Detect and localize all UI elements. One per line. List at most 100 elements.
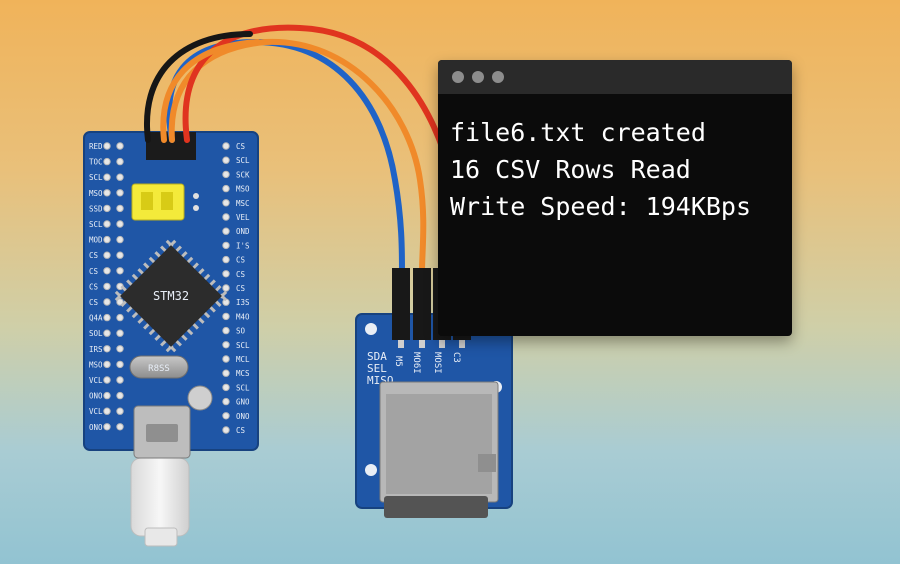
pin-hole (222, 213, 230, 221)
pin-hole (222, 270, 230, 278)
pin-hole (116, 313, 124, 322)
maximize-dot-icon[interactable] (492, 71, 504, 83)
right-pin-column: CSSCLSCKMSOMSCVELONDI'SCSCSCSI3SM4OSOSCL… (222, 142, 250, 435)
pin-hole (222, 284, 230, 292)
sd-header-label-3: MOSI (432, 352, 442, 374)
left-pin-label: VCL (89, 407, 103, 416)
sd-card-module: SDA SEL MISO M5 MO6I MOSI C3 (355, 313, 513, 518)
left-pin-label: IRS (89, 345, 103, 354)
left-pin-label: CS (89, 282, 99, 291)
pin-hole (103, 220, 111, 228)
pin-hole (116, 329, 124, 337)
left-pin-label: CS (89, 298, 99, 307)
right-pin-label: SCL (236, 383, 250, 392)
capacitor (187, 385, 213, 411)
right-pin-label: M4O (236, 312, 250, 321)
pin-hole (116, 173, 124, 181)
right-pin-label: SCL (236, 341, 250, 350)
pin-hole (116, 298, 124, 306)
left-pin-column: REDTOCSCLMSOSSDSCLMODCSCSCSCSQ4ASOLIRSMS… (89, 142, 124, 432)
left-pin-label: TOC (89, 158, 103, 167)
pin-hole (116, 360, 124, 369)
pin-hole (222, 426, 230, 434)
right-pin-label: MCL (236, 355, 250, 364)
pin-hole (222, 326, 230, 335)
pin-hole (116, 157, 124, 166)
sd-label-sda: SDA (367, 350, 387, 363)
pin-hole (222, 355, 230, 363)
wire-orange-short (160, 39, 261, 143)
pin-hole (103, 376, 111, 384)
left-pin-label: SCL (89, 220, 103, 229)
terminal-window: file6.txt created 16 CSV Rows Read Write… (438, 60, 792, 336)
pin-hole (103, 423, 111, 431)
pin-hole (116, 251, 124, 259)
pin-hole (116, 423, 124, 431)
right-pin-label: CS (236, 270, 246, 279)
pin-hole (116, 407, 124, 415)
pin-hole (222, 412, 230, 420)
pin-hole (116, 376, 124, 384)
pin-hole (103, 142, 111, 150)
close-dot-icon[interactable] (452, 71, 464, 83)
sd-pin-header (398, 338, 465, 348)
pin-hole (222, 241, 230, 250)
usb-cable (130, 457, 190, 547)
pin-hole (222, 369, 230, 377)
left-pin-label: ONO (89, 392, 103, 401)
right-pin-label: CS (236, 256, 246, 265)
right-pin-label: CS (236, 284, 246, 293)
pin-hole (103, 298, 111, 306)
pin-hole (103, 235, 111, 244)
sd-header-pin (459, 338, 465, 348)
right-pin-label: SCK (236, 170, 250, 179)
pin-hole (116, 189, 124, 197)
pin-hole (222, 227, 230, 235)
terminal-output: file6.txt created 16 CSV Rows Read Write… (438, 94, 792, 225)
pin-hole (103, 157, 111, 166)
pin-hole (103, 313, 111, 322)
left-pin-label: MSO (89, 189, 103, 198)
pin-hole (222, 255, 230, 264)
pin-hole (103, 267, 111, 275)
right-pin-label: I'S (236, 241, 250, 250)
pin-hole (222, 156, 230, 164)
wire-black (144, 31, 253, 143)
left-pin-label: CS (89, 251, 99, 260)
right-pin-label: MSC (236, 199, 250, 208)
sd-header-label-4: C3 (451, 352, 461, 363)
right-pin-label: CS (236, 142, 246, 151)
pin-hole (103, 391, 111, 400)
left-pin-label: MOD (89, 236, 103, 245)
jumper-block (131, 183, 199, 221)
pin-hole (116, 267, 124, 275)
pin-hole (103, 345, 111, 353)
pin-hole (222, 142, 230, 150)
right-pin-label: MSO (236, 185, 250, 194)
pin-hole (222, 383, 230, 392)
pin-hole (103, 251, 111, 259)
pin-hole (116, 345, 124, 353)
right-pin-label: ONO (236, 412, 250, 421)
mcu-board: REDTOCSCLMSOSSDSCLMODCSCSCSCSQ4ASOLIRSMS… (83, 131, 259, 459)
pin-hole (103, 189, 111, 197)
chip-label: STM32 (153, 289, 189, 303)
pin-hole (222, 397, 230, 406)
pin-hole (222, 184, 230, 193)
pin-hole (222, 312, 230, 321)
pin-hole (103, 204, 111, 213)
pin-hole (116, 235, 124, 244)
pin-hole (116, 142, 124, 150)
sd-header-label-2: MO6I (411, 352, 421, 374)
pin-hole (222, 341, 230, 349)
pin-hole (103, 329, 111, 337)
terminal-line-write-speed: Write Speed: 194KBps (450, 192, 752, 221)
right-pin-label: GNO (236, 398, 250, 407)
left-pin-label: Q4A (89, 314, 103, 323)
sd-label-sel: SEL (367, 362, 387, 375)
left-pin-label: SOL (89, 329, 103, 338)
minimize-dot-icon[interactable] (472, 71, 484, 83)
pin-hole (103, 173, 111, 181)
usb-port (133, 405, 191, 459)
left-pin-label: CS (89, 267, 99, 276)
